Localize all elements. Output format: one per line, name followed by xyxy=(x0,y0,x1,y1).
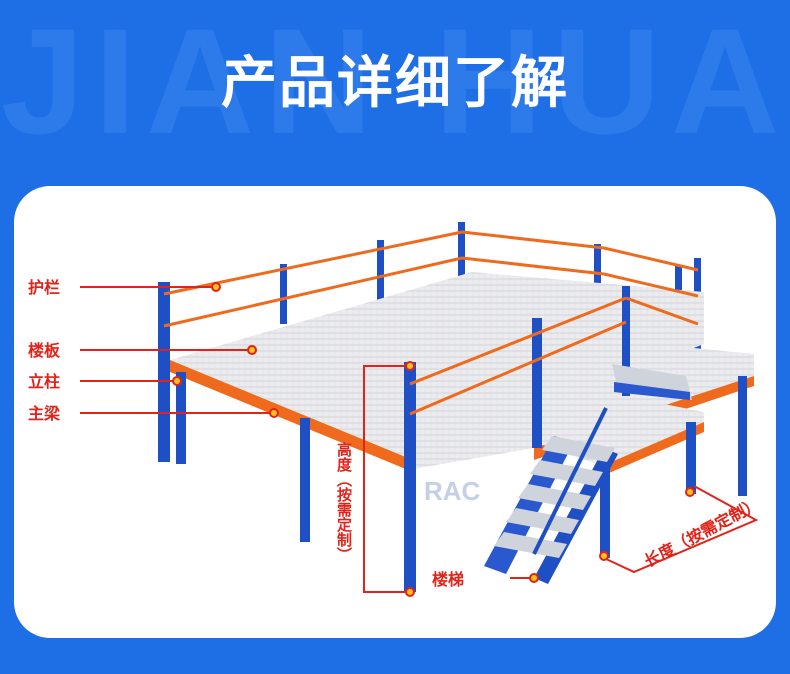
label-main-beam: 主梁 xyxy=(28,404,61,423)
guardrails xyxy=(163,230,699,416)
annotation-dots xyxy=(172,282,695,597)
lower-platform-edge xyxy=(602,422,704,476)
annotation-lines xyxy=(80,286,759,593)
label-stairs: 楼梯 xyxy=(432,570,465,589)
front-columns xyxy=(158,282,747,592)
logo-watermark: RAC xyxy=(424,476,481,506)
label-column: 立柱 xyxy=(28,372,61,391)
label-guardrail: 护栏 xyxy=(28,278,61,297)
mezzanine-illustration: RAC xyxy=(80,222,759,597)
product-detail-card: RAC 护栏 楼板 立柱 主梁 楼梯 高度（按需定制） 长度（按需定制） xyxy=(14,186,776,638)
page-title: 产品详细了解 xyxy=(221,51,569,116)
staircase xyxy=(484,364,692,584)
label-height: 高度（按需定制） xyxy=(335,442,353,562)
label-floor-plate: 楼板 xyxy=(28,341,61,360)
side-deck xyxy=(408,340,754,470)
background-watermark: JIAN HUA xyxy=(0,0,790,165)
main-deck-edge xyxy=(170,360,408,470)
